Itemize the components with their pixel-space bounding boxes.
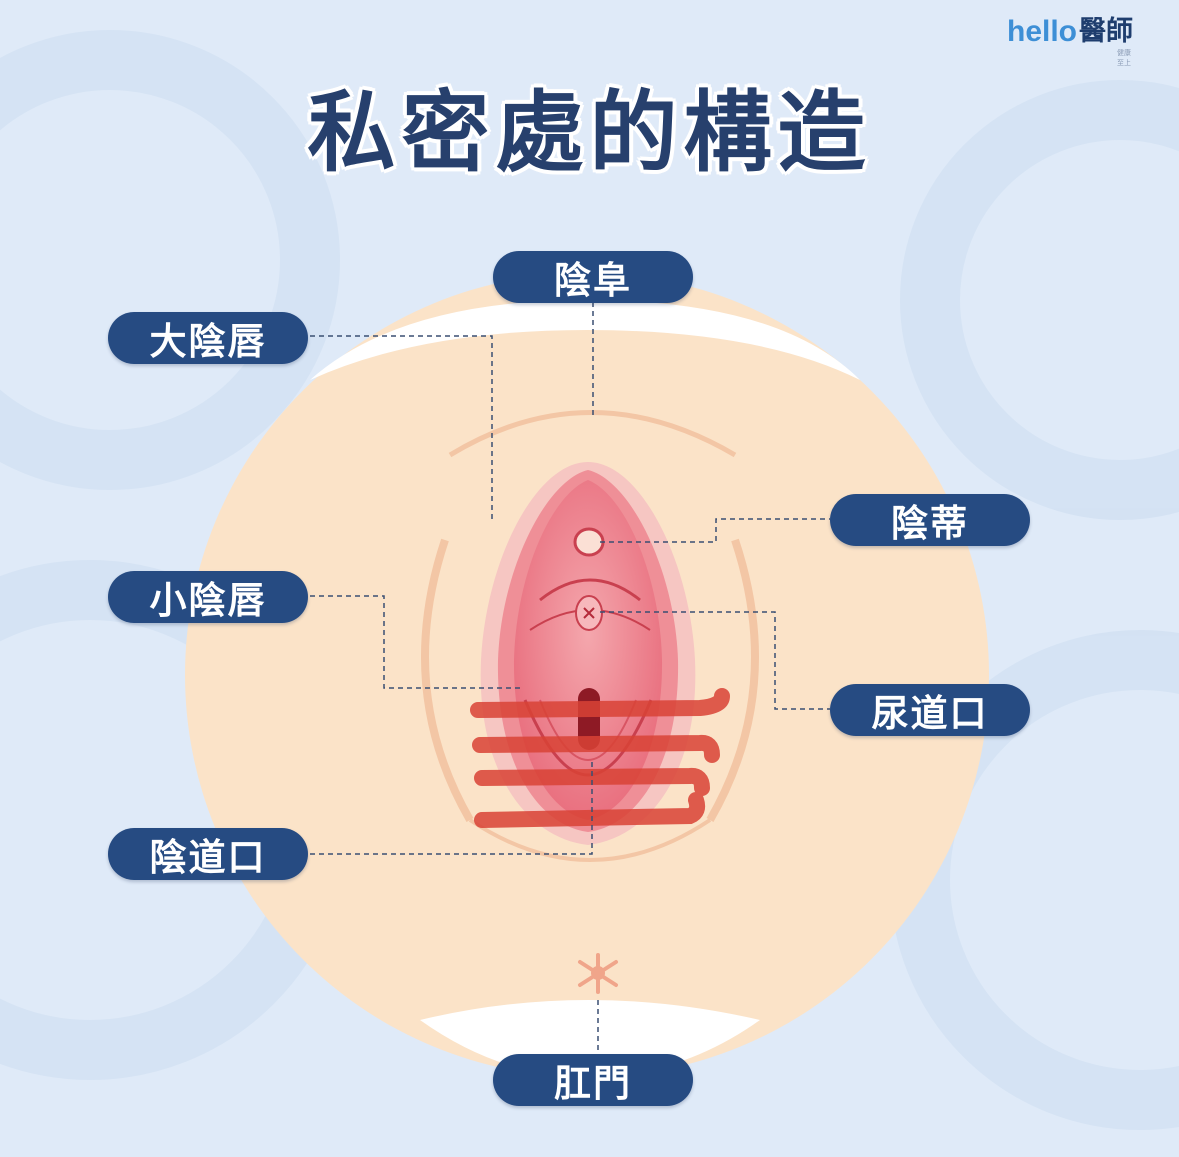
label-labia-minora: 小陰唇 (108, 571, 308, 623)
logo-brand-zh: 醫師 (1079, 16, 1134, 47)
clitoris-shape (573, 527, 605, 557)
page-title: 私密處的構造 (307, 81, 872, 184)
label-clitoris: 陰蒂 (830, 494, 1030, 546)
label-labia-majora: 大陰唇 (108, 312, 308, 364)
label-anus: 肛門 (493, 1054, 693, 1106)
label-urethral-opening: 尿道口 (830, 684, 1030, 736)
logo-brand: hello (1007, 15, 1078, 48)
leader-lines (310, 302, 830, 1052)
anatomy-illustration (185, 273, 989, 1077)
hymen-bands (470, 688, 730, 828)
logo-tagline: 健康至上 (1117, 49, 1131, 67)
label-vaginal-opening: 陰道口 (108, 828, 308, 880)
label-mons: 陰阜 (493, 251, 693, 303)
brand-logo[interactable]: hello 醫師 健康至上 (1007, 14, 1134, 67)
anus-shape (578, 953, 618, 994)
